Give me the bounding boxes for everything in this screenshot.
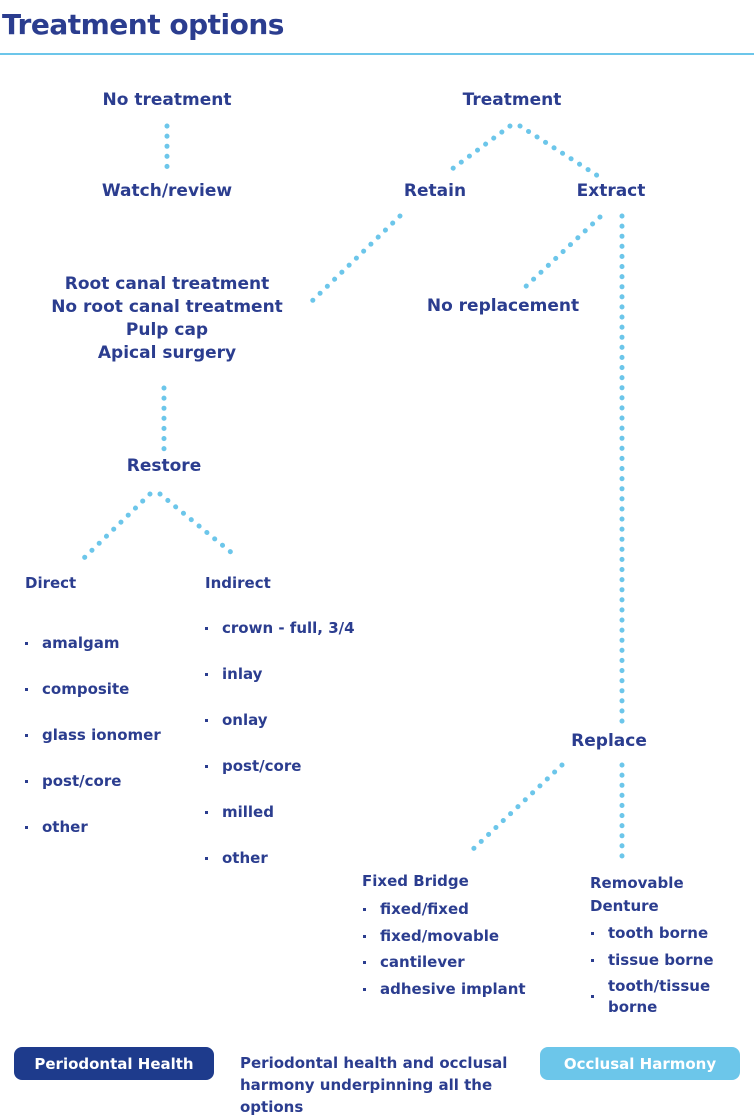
direct-heading: Direct	[25, 574, 77, 592]
fixed-bridge-heading: Fixed Bridge	[362, 872, 469, 890]
node-treatment: Treatment	[462, 90, 562, 110]
removable-denture-heading: Removable Denture	[590, 872, 684, 918]
indirect-heading: Indirect	[205, 574, 271, 592]
title-divider	[0, 53, 754, 55]
node-replace: Replace	[571, 731, 647, 751]
node-retain-options: Root canal treatment No root canal treat…	[51, 273, 283, 365]
list-item: tooth borne	[590, 920, 740, 947]
list-item: fixed/movable	[362, 923, 526, 950]
list-item: amalgam	[24, 620, 161, 666]
connector-restore-indirect	[157, 491, 241, 561]
connector-treatment-retain	[445, 123, 513, 175]
list-item: onlay	[204, 697, 355, 743]
list-item: adhesive implant	[362, 976, 526, 1003]
removable-denture-list: tooth borne tissue borne tooth/tissue bo…	[590, 920, 740, 1018]
list-item: glass ionomer	[24, 712, 161, 758]
connector-treatment-extract	[517, 123, 601, 179]
list-item: crown - full, 3/4	[204, 605, 355, 651]
list-item: milled	[204, 789, 355, 835]
footer-note: Periodontal health and occlusal harmony …	[240, 1054, 508, 1116]
occlusal-harmony-pill: Occlusal Harmony	[540, 1047, 740, 1080]
node-watch-review: Watch/review	[101, 181, 233, 201]
retain-option: Apical surgery	[97, 343, 237, 363]
page-title: Treatment options	[2, 8, 284, 41]
removable-denture-heading-line: Removable	[590, 874, 684, 892]
indirect-list: crown - full, 3/4 inlay onlay post/core …	[204, 605, 355, 881]
list-item: post/core	[24, 758, 161, 804]
list-item: cantilever	[362, 949, 526, 976]
retain-option: Root canal treatment	[64, 274, 270, 294]
periodontal-health-pill: Periodontal Health	[14, 1047, 214, 1080]
direct-list: amalgam composite glass ionomer post/cor…	[24, 620, 161, 850]
list-item: other	[204, 835, 355, 881]
connector-replace-fixed	[467, 762, 565, 855]
list-item: composite	[24, 666, 161, 712]
node-restore: Restore	[126, 456, 202, 476]
node-retain: Retain	[403, 181, 467, 201]
connector-extract-noreplace	[519, 214, 603, 293]
retain-option: Pulp cap	[125, 320, 209, 340]
fixed-bridge-list: fixed/fixed fixed/movable cantilever adh…	[362, 896, 526, 1002]
list-item: fixed/fixed	[362, 896, 526, 923]
list-item: tooth/tissue borne	[590, 973, 740, 1018]
connector-retain-options	[307, 213, 403, 306]
connector-restore-direct	[81, 491, 153, 561]
list-item: other	[24, 804, 161, 850]
removable-denture-heading-line: Denture	[590, 897, 659, 915]
node-extract: Extract	[576, 181, 646, 201]
list-item: tissue borne	[590, 947, 740, 974]
node-no-replacement: No replacement	[426, 296, 580, 316]
node-no-treatment: No treatment	[102, 90, 232, 110]
list-item: inlay	[204, 651, 355, 697]
retain-option: No root canal treatment	[51, 297, 283, 317]
list-item: post/core	[204, 743, 355, 789]
